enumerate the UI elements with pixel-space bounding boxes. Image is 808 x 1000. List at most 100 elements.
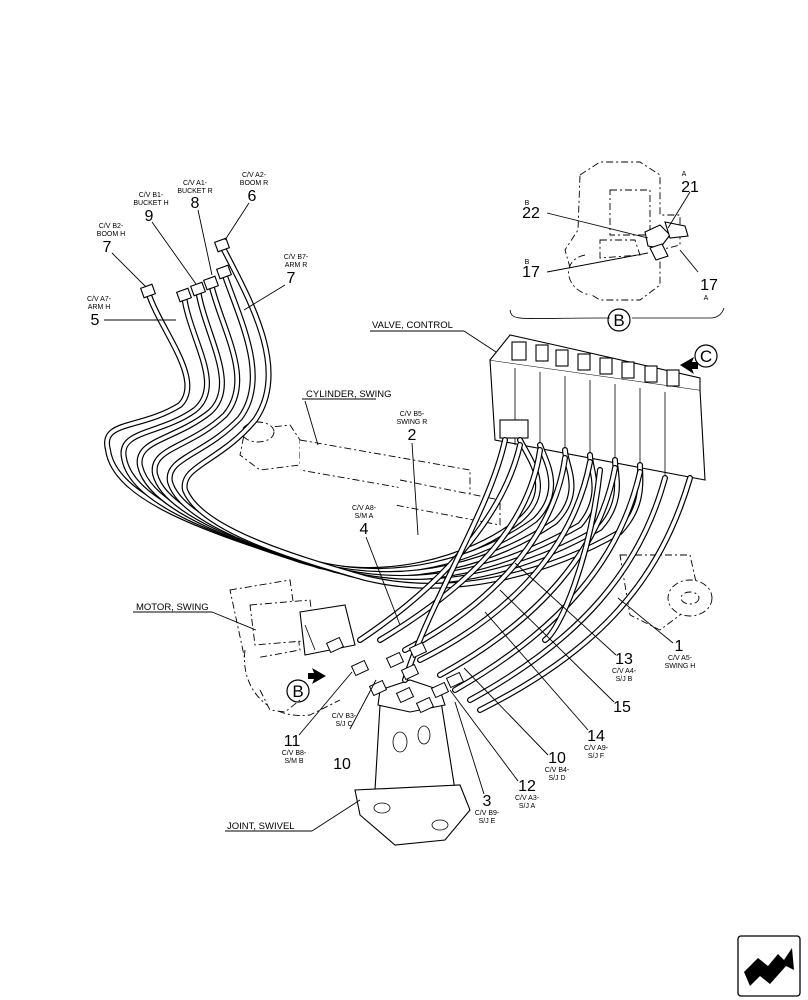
svg-text:C/V B2-: C/V B2- xyxy=(99,223,124,230)
callout-5: C/V A7- ARM H 5 xyxy=(87,296,112,329)
detail-view-b xyxy=(509,161,725,320)
callout-3: 3 C/V B9- S/J E xyxy=(475,793,500,825)
hose-7-core xyxy=(378,448,542,642)
svg-text:S/M A: S/M A xyxy=(355,513,374,520)
hose-8-core xyxy=(403,456,567,652)
svg-text:ARM H: ARM H xyxy=(88,304,111,311)
svg-text:S/J B: S/J B xyxy=(616,676,633,683)
svg-text:S/M B: S/M B xyxy=(284,758,303,765)
hose-fitting-2 xyxy=(368,679,388,697)
swivel-joint xyxy=(354,679,471,846)
svg-text:4: 4 xyxy=(360,521,369,538)
svg-text:B: B xyxy=(525,200,530,207)
svg-text:3: 3 xyxy=(483,793,492,810)
view-b-label: B xyxy=(613,311,624,330)
hose-2 xyxy=(120,293,555,574)
svg-text:BOOM R: BOOM R xyxy=(240,180,268,187)
hose-fitting-7 xyxy=(430,681,450,699)
svg-text:SWING R: SWING R xyxy=(397,419,428,426)
svg-text:B: B xyxy=(292,682,303,701)
callout-13: 13 C/V A4- S/J B xyxy=(612,651,637,683)
svg-text:C/V B3-: C/V B3- xyxy=(332,713,357,720)
svg-text:17: 17 xyxy=(522,264,540,281)
hose-13-core xyxy=(478,476,692,712)
hose-12-core xyxy=(468,476,667,702)
svg-text:1: 1 xyxy=(675,638,684,655)
callout-17-right: 17 A xyxy=(700,277,718,302)
svg-text:10: 10 xyxy=(548,750,566,767)
callout-6: C/V A2- BOOM R 6 xyxy=(240,172,268,205)
hose-fitting-1 xyxy=(350,659,370,677)
svg-text:BUCKET H: BUCKET H xyxy=(133,200,168,207)
svg-text:15: 15 xyxy=(613,699,631,716)
view-b-marker: B xyxy=(607,308,631,332)
svg-text:C/V A3-: C/V A3- xyxy=(515,795,540,802)
svg-text:C/V B9-: C/V B9- xyxy=(475,810,500,817)
svg-text:C/V A4-: C/V A4- xyxy=(612,668,637,675)
svg-text:22: 22 xyxy=(522,205,540,222)
svg-text:2: 2 xyxy=(408,427,417,444)
hose-10-core xyxy=(438,466,617,677)
callout-4: C/V A8- S/M A 4 xyxy=(352,505,377,538)
hose-2-core xyxy=(121,294,553,573)
hose-11-core xyxy=(453,470,642,692)
callout-10-right: 10 C/V B4- S/J D xyxy=(545,750,570,782)
view-arrow-icon xyxy=(308,668,326,684)
callout-12: 12 C/V A3- S/J A xyxy=(515,778,540,810)
valve-control-label: VALVE, CONTROL xyxy=(372,320,453,331)
hose-14-core xyxy=(358,443,522,642)
svg-text:SWING H: SWING H xyxy=(665,663,696,670)
svg-text:21: 21 xyxy=(681,179,699,196)
callout-17-left: B 17 xyxy=(522,259,540,281)
arrow-b-marker: B xyxy=(286,668,326,703)
svg-text:S/J F: S/J F xyxy=(588,753,604,760)
svg-text:C/V B8-: C/V B8- xyxy=(282,750,307,757)
hose-fitting-9 xyxy=(408,641,428,659)
svg-text:S/J E: S/J E xyxy=(479,818,496,825)
svg-text:B: B xyxy=(525,259,530,266)
svg-text:10: 10 xyxy=(333,756,351,773)
svg-text:C/V B5-: C/V B5- xyxy=(400,411,425,418)
cylinder-swing-label: CYLINDER, SWING xyxy=(306,389,392,400)
callout-8: C/V A1- BUCKET R 8 xyxy=(177,180,212,212)
hose-6-core xyxy=(182,244,643,588)
hose-fitting-10 xyxy=(325,636,345,654)
svg-text:C/V B1-: C/V B1- xyxy=(139,192,164,199)
hose-end-fittings xyxy=(139,237,233,303)
callout-10-left: C/V B3- S/J C 10 xyxy=(332,713,357,773)
callout-7-arm-r: C/V B7- ARM R 7 xyxy=(284,254,309,287)
svg-text:ARM R: ARM R xyxy=(285,262,308,269)
hose-fitting-4 xyxy=(400,663,420,681)
svg-text:5: 5 xyxy=(91,312,100,329)
svg-text:6: 6 xyxy=(248,188,257,205)
view-c-marker: C xyxy=(680,344,718,374)
svg-text:S/J A: S/J A xyxy=(519,803,536,810)
svg-text:8: 8 xyxy=(191,195,200,212)
svg-text:C/V A9-: C/V A9- xyxy=(584,745,609,752)
svg-text:C/V A8-: C/V A8- xyxy=(352,505,377,512)
callout-1: 1 C/V A5- SWING H xyxy=(665,638,696,670)
svg-text:17: 17 xyxy=(700,277,718,294)
hose-fitting-5 xyxy=(395,686,415,704)
svg-text:14: 14 xyxy=(587,728,605,745)
hose-bundle xyxy=(104,243,693,714)
control-valve xyxy=(489,334,706,481)
hose-fitting-6 xyxy=(415,696,435,714)
callout-14: 14 C/V A9- S/J F xyxy=(584,728,609,760)
svg-text:C/V A5-: C/V A5- xyxy=(668,655,693,662)
hose-fitting-3 xyxy=(385,651,405,669)
svg-text:C/V B4-: C/V B4- xyxy=(545,767,570,774)
svg-text:7: 7 xyxy=(287,270,296,287)
hose-9-core xyxy=(418,460,592,662)
motor-swing-label: MOTOR, SWING xyxy=(136,602,209,613)
svg-text:A: A xyxy=(682,171,687,178)
svg-text:11: 11 xyxy=(284,733,301,750)
svg-text:S/J C: S/J C xyxy=(335,721,352,728)
callout-9: C/V B1- BUCKET H 9 xyxy=(133,192,168,225)
svg-text:13: 13 xyxy=(615,651,633,668)
svg-text:9: 9 xyxy=(145,208,154,225)
svg-text:12: 12 xyxy=(518,778,536,795)
direction-arrow-icon[interactable] xyxy=(737,935,801,997)
hose-fitting-8 xyxy=(445,671,465,689)
